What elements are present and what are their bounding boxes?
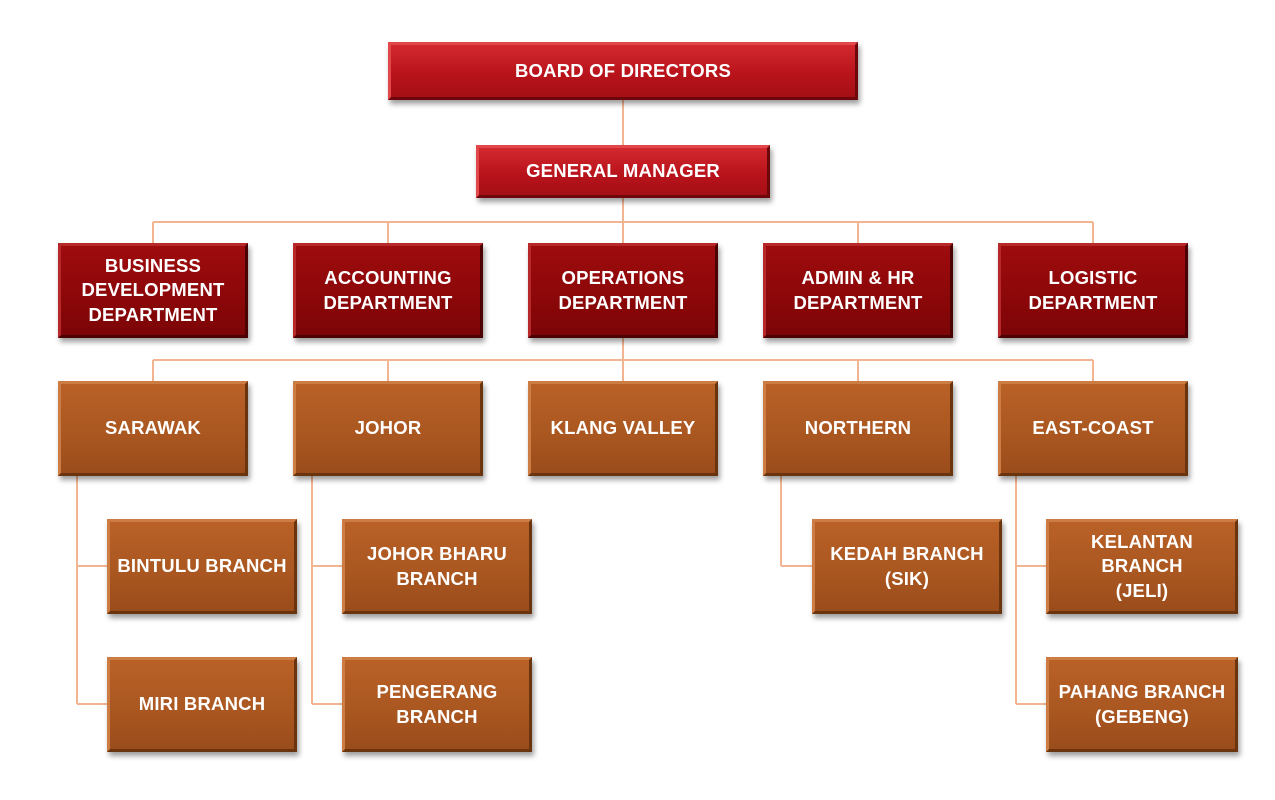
branch-kelantan-box: KELANTAN BRANCH (JELI) — [1046, 519, 1238, 614]
region-klang-valley-box: KLANG VALLEY — [528, 381, 718, 476]
region-northern-box: NORTHERN — [763, 381, 953, 476]
region-johor-box: JOHOR — [293, 381, 483, 476]
branch-pahang-box: PAHANG BRANCH (GEBENG) — [1046, 657, 1238, 752]
branch-kedah-box: KEDAH BRANCH (SIK) — [812, 519, 1002, 614]
business-development-department-box: BUSINESS DEVELOPMENT DEPARTMENT — [58, 243, 248, 338]
branch-bintulu-box: BINTULU BRANCH — [107, 519, 297, 614]
branch-johor-bharu-box: JOHOR BHARU BRANCH — [342, 519, 532, 614]
region-sarawak-box: SARAWAK — [58, 381, 248, 476]
operations-department-box: OPERATIONS DEPARTMENT — [528, 243, 718, 338]
region-east-coast-box: EAST-COAST — [998, 381, 1188, 476]
branch-pengerang-box: PENGERANG BRANCH — [342, 657, 532, 752]
board-of-directors-box: BOARD OF DIRECTORS — [388, 42, 858, 100]
logistic-department-box: LOGISTIC DEPARTMENT — [998, 243, 1188, 338]
branch-miri-box: MIRI BRANCH — [107, 657, 297, 752]
admin-hr-department-box: ADMIN & HR DEPARTMENT — [763, 243, 953, 338]
general-manager-box: GENERAL MANAGER — [476, 145, 770, 198]
accounting-department-box: ACCOUNTING DEPARTMENT — [293, 243, 483, 338]
